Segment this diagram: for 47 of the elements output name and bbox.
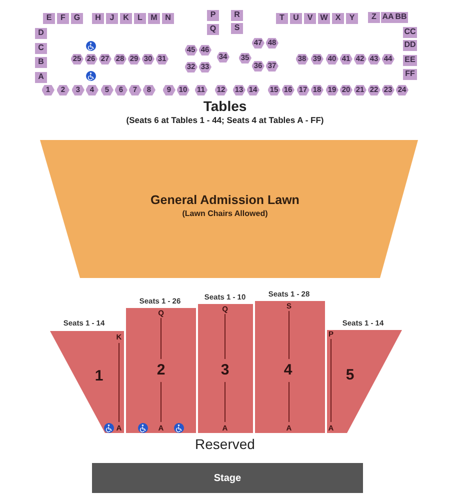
table-square: Z [368,12,380,22]
area-heading: Tables [203,99,247,113]
area-heading: Reserved [195,437,255,451]
table-square: FF [403,68,417,80]
table-square: S [231,22,243,34]
section-number: 2 [156,362,166,378]
table-square: X [332,12,344,24]
seating-section [327,317,402,433]
table-square: N [162,12,174,24]
table-square: U [290,12,302,24]
lawn-area [40,140,418,278]
seating-section [198,291,253,433]
table-square: H [92,12,104,24]
area-note: (Lawn Chairs Allowed) [182,210,268,218]
table-square: Q [207,24,219,34]
table-square: C [35,42,47,54]
table-square: T [276,12,288,24]
table-square: A [35,72,47,82]
table-square: CC [403,26,417,38]
section-number: 3 [220,362,230,378]
table-square: BB [394,12,408,22]
table-square: J [106,12,118,24]
table-square: W [318,12,330,24]
table-square: R [231,10,243,20]
table-square: V [304,12,316,24]
table-square: EE [403,54,417,66]
section-number: 5 [346,368,354,382]
table-square: DD [403,40,417,50]
area-note: (Seats 6 at Tables 1 - 44; Seats 4 at Tables A - FF) [126,116,324,124]
table-square: D [35,28,47,38]
table-square: B [35,56,47,68]
seating-section [126,295,196,433]
table-square: E [43,12,55,24]
seating-section [255,288,325,433]
table-square: Y [346,12,358,24]
table-square: K [120,12,132,24]
table-square: G [71,12,83,24]
seating-section [50,317,124,433]
table-square: AA [381,12,395,22]
table-square: L [134,12,146,24]
table-square: P [207,10,219,20]
section-number: 4 [284,362,292,378]
table-square: F [57,12,69,24]
table-square: M [148,12,160,24]
stage: Stage [92,463,363,493]
area-title: General Admission Lawn [150,194,300,206]
section-number: 1 [94,368,104,384]
